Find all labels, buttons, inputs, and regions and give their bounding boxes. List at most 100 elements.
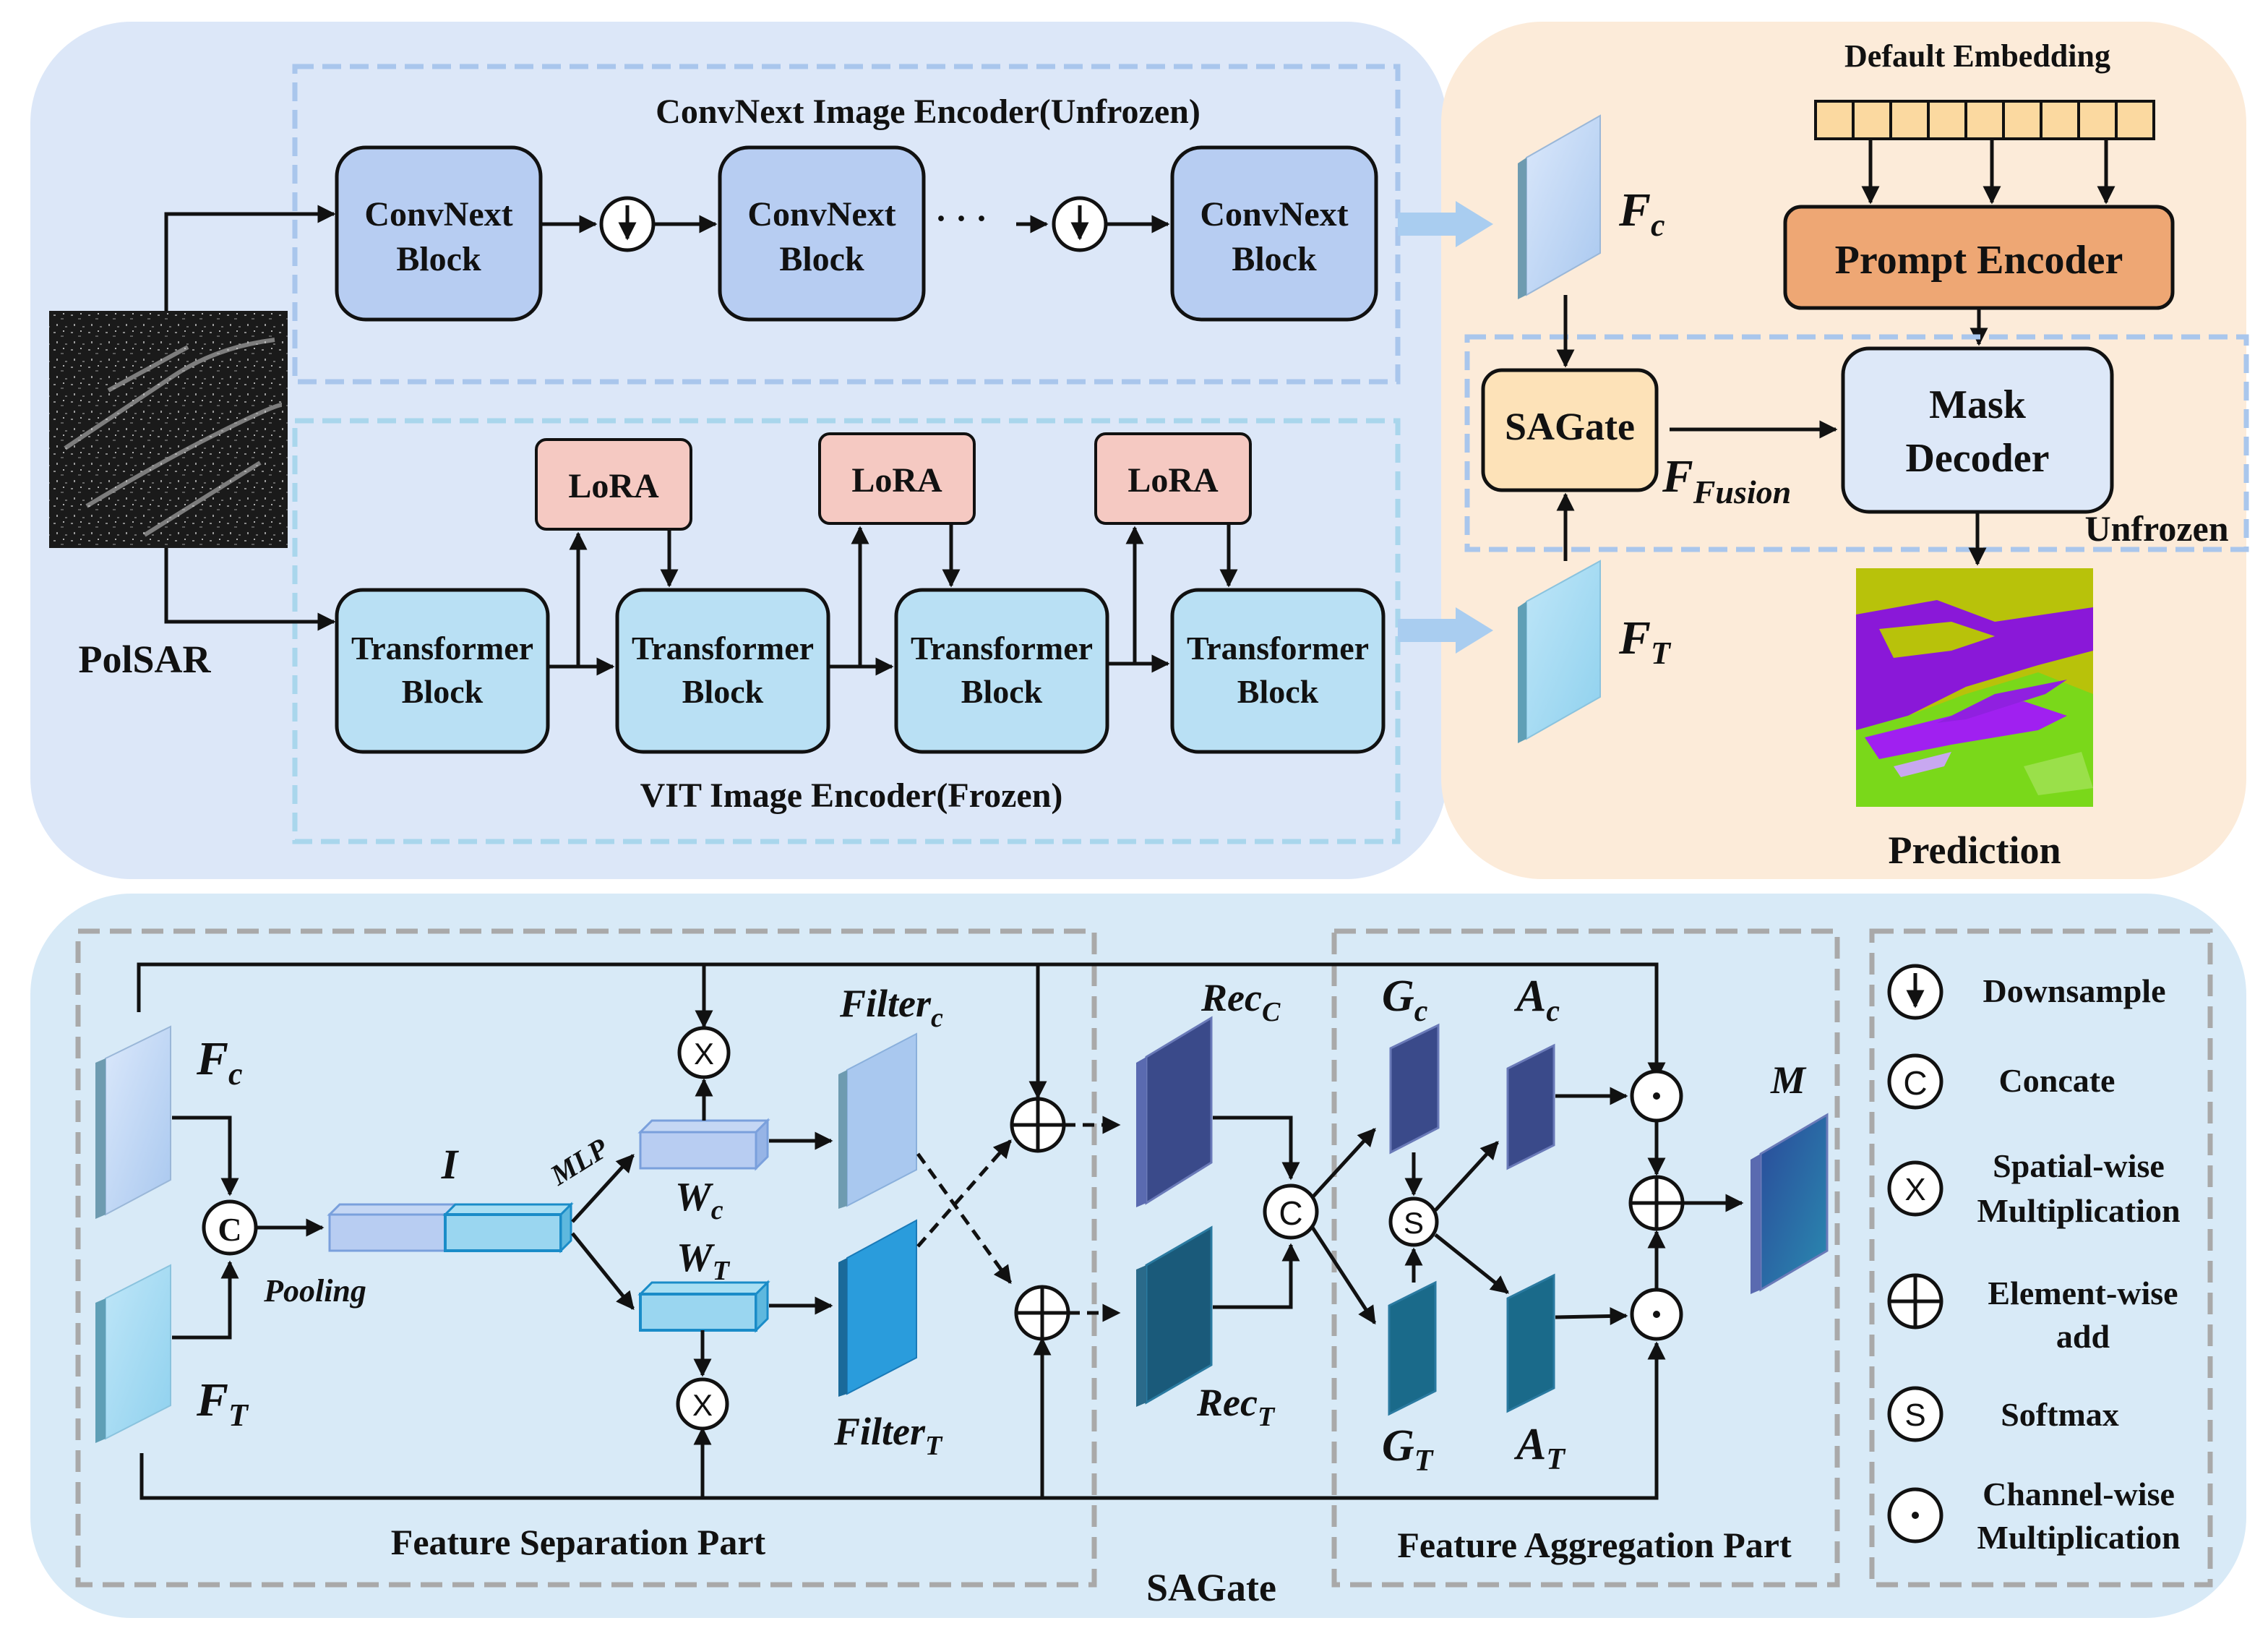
softmax-icon: S [1887, 1386, 1943, 1442]
element-add-icon [1010, 1097, 1066, 1153]
wc-vector [637, 1118, 770, 1171]
default-embedding-label: Default Embedding [1844, 38, 2110, 74]
element-add-icon [1628, 1175, 1685, 1231]
svg-text:Transformer: Transformer [351, 630, 533, 667]
svg-text:Block: Block [779, 240, 864, 278]
convnext-encoder-box [292, 64, 1401, 385]
sagate-box: SAGate [1481, 368, 1659, 492]
softmax-to-at [1434, 1233, 1509, 1294]
svg-text:ConvNext: ConvNext [747, 195, 895, 234]
mlp-to-wc [571, 1154, 635, 1223]
wt-label: WT [676, 1236, 731, 1286]
transformer-block-3: Transformer Block [894, 588, 1109, 754]
spatial-multiply-icon: X [1887, 1160, 1943, 1217]
legend-elementwise-line1: Element-wise [1988, 1275, 2178, 1311]
unfrozen-box [1464, 334, 2249, 552]
feature-separation-box [75, 928, 1097, 1588]
sagate-detail-panel [30, 894, 2246, 1618]
ft-input-panel [95, 1264, 171, 1443]
svg-text:S: S [1404, 1206, 1424, 1240]
polsar-texture [64, 338, 283, 537]
convnext-block-3: ConvNext Block [1170, 145, 1378, 322]
convnext-output-arrow [1398, 201, 1493, 247]
convnext-block-2: ConvNext Block [718, 145, 926, 322]
channel-multiply-icon [1630, 1069, 1683, 1123]
legend-box [1869, 928, 2213, 1588]
gc-panel [1389, 1023, 1440, 1155]
svg-text:X: X [694, 1037, 714, 1071]
svg-text:Prompt Encoder: Prompt Encoder [1835, 238, 2123, 283]
svg-text:Decoder: Decoder [1905, 436, 2049, 481]
rect-label: RecT [1196, 1381, 1276, 1432]
at-panel [1506, 1273, 1555, 1413]
input-to-convnext-arrow [164, 205, 336, 311]
ft-input-label: FT [196, 1374, 249, 1433]
svg-text:Transformer: Transformer [1187, 630, 1369, 667]
at-label: AT [1513, 1420, 1566, 1476]
fc-input-label: Fc [196, 1032, 243, 1092]
rect-panel [1136, 1225, 1213, 1407]
svg-text:C: C [1279, 1194, 1302, 1232]
lora-box-2: LoRA [818, 432, 976, 525]
svg-text:Block: Block [402, 673, 484, 710]
gt-label: GT [1382, 1421, 1435, 1478]
recc-to-concat [1213, 1116, 1300, 1181]
legend-channelwise-line1: Channel-wise [1983, 1476, 2175, 1512]
downsample-icon [1887, 964, 1943, 1020]
svg-text:Block: Block [961, 673, 1043, 710]
gt-panel [1388, 1280, 1437, 1416]
legend-downsample: Downsample [1887, 964, 2166, 1020]
wt-vector [637, 1280, 770, 1333]
embedding-token [2115, 100, 2155, 140]
ft-label: FT [1618, 612, 1672, 671]
fc-skip-line [137, 962, 1666, 1081]
unfrozen-label: Unfrozen [2084, 508, 2228, 549]
at-to-dot [1555, 1306, 1628, 1325]
m-output-panel [1751, 1113, 1829, 1294]
legend-softmax: S Softmax [1887, 1386, 2119, 1442]
m-label: M [1770, 1058, 1807, 1102]
filterc-label: Filterc [839, 982, 943, 1033]
element-add-icon [1887, 1273, 1943, 1330]
legend-concate-label: Concate [1999, 1062, 2115, 1099]
legend-softmax-label: Softmax [2001, 1396, 2119, 1433]
ffusion-label: FFusion [1662, 450, 1791, 510]
fc-to-concat [172, 1116, 239, 1196]
mask-decoder-box: Mask Decoder [1841, 346, 2114, 514]
ac-panel [1506, 1043, 1555, 1170]
polsar-label: PolSAR [78, 638, 211, 681]
convnext-encoder-title: ConvNext Image Encoder(Unfrozen) [656, 93, 1200, 131]
embedding-token [1964, 100, 2005, 140]
channel-multiply-icon [1887, 1487, 1943, 1544]
svg-text:X: X [692, 1388, 713, 1422]
concat-to-gt [1310, 1226, 1377, 1325]
softmax-icon: S [1388, 1196, 1439, 1247]
rect-to-concat [1213, 1243, 1300, 1309]
i-vector [327, 1202, 574, 1254]
prediction-map [1856, 568, 2093, 807]
svg-text:Transformer: Transformer [632, 630, 814, 667]
concat-icon: C [1887, 1053, 1943, 1110]
ac-label: Ac [1513, 972, 1560, 1028]
gc-label: Gc [1382, 972, 1428, 1028]
legend-spatial-line2: Multiplication [1977, 1192, 2180, 1229]
svg-text:Block: Block [1237, 673, 1319, 710]
filtert-label: FilterT [833, 1410, 943, 1461]
default-embedding-tokens [1814, 100, 2155, 140]
spatial-multiply-icon: X [677, 1026, 731, 1079]
embedding-token [1889, 100, 1930, 140]
legend-elementwise-line2: add [2056, 1318, 2110, 1355]
embedding-token [1927, 100, 1967, 140]
svg-text:Transformer: Transformer [911, 630, 1093, 667]
svg-text:LoRA: LoRA [1127, 461, 1219, 500]
svg-text:SAGate: SAGate [1505, 405, 1635, 448]
legend-concate: C Concate [1887, 1053, 2115, 1110]
recc-label: RecC [1200, 976, 1281, 1027]
feature-aggregation-label: Feature Aggregation Part [1397, 1525, 1792, 1565]
filterc-panel [838, 1032, 917, 1209]
legend-channelwise: Channel-wise Multiplication [1887, 1476, 2181, 1556]
filterc-cross-arrow [916, 1152, 1013, 1285]
svg-text:Block: Block [1232, 240, 1317, 278]
legend-spatial: X Spatial-wise Multiplication [1887, 1147, 2181, 1229]
i-label: I [441, 1141, 460, 1188]
